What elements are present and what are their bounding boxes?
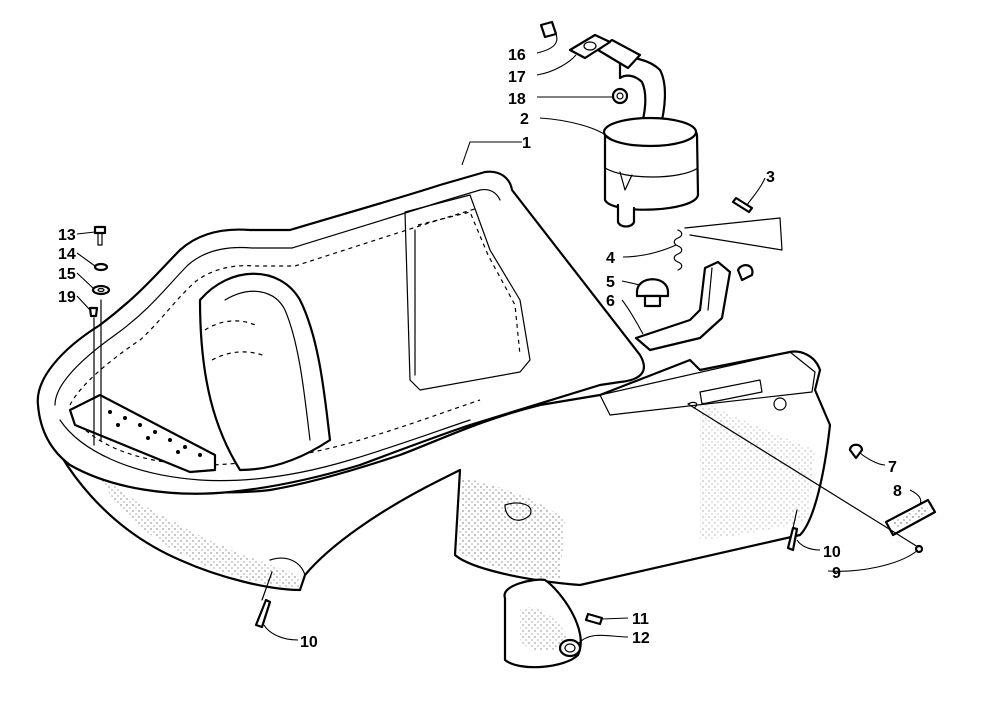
spring: [673, 229, 683, 271]
rivet-10-right: [786, 526, 799, 552]
callout-13: 13: [58, 227, 76, 244]
callout-4: 4: [606, 250, 615, 267]
screw-19: [88, 306, 99, 318]
muffler-bracket: [634, 260, 732, 352]
callout-10-right: 10: [823, 544, 841, 561]
leader-lines: [76, 33, 922, 645]
muffler: [596, 38, 700, 228]
rivet-3: [731, 196, 754, 214]
callout-15: 15: [58, 266, 76, 283]
callout-12: 12: [632, 630, 650, 647]
floor-plate-holes: [108, 410, 202, 457]
exhaust-gasket: [568, 33, 612, 60]
callout-1: 1: [522, 135, 531, 152]
flange-nut: [611, 87, 629, 105]
callout-7: 7: [888, 459, 897, 476]
reflector: [884, 498, 937, 537]
rivet-7: [848, 443, 864, 460]
callout-19: 19: [58, 289, 76, 306]
callout-5: 5: [606, 274, 615, 291]
rivet-10-left: [254, 598, 272, 629]
stud: [539, 20, 558, 39]
belly-pan-body: [36, 170, 832, 592]
callout-6: 6: [606, 293, 615, 310]
bolt-13: [93, 225, 107, 246]
boot: [503, 578, 582, 669]
callout-2: 2: [520, 111, 529, 128]
washer-15: [91, 284, 111, 296]
grommet: [635, 278, 670, 308]
callout-labels: 1 2 3 4 5 6 7 8 9 10 10 11 12 13 14 15 1…: [58, 47, 902, 651]
callout-16: 16: [508, 47, 526, 64]
callout-3: 3: [766, 169, 775, 186]
callout-18: 18: [508, 91, 526, 108]
screw-11: [584, 612, 604, 626]
callout-9: 9: [832, 565, 841, 582]
bracket-clip: [736, 264, 754, 282]
callout-11: 11: [632, 611, 649, 628]
lock-washer-14: [93, 262, 109, 272]
callout-8: 8: [893, 483, 902, 500]
callout-10-left: 10: [300, 634, 318, 651]
callout-14: 14: [58, 246, 76, 263]
callout-17: 17: [508, 69, 526, 86]
